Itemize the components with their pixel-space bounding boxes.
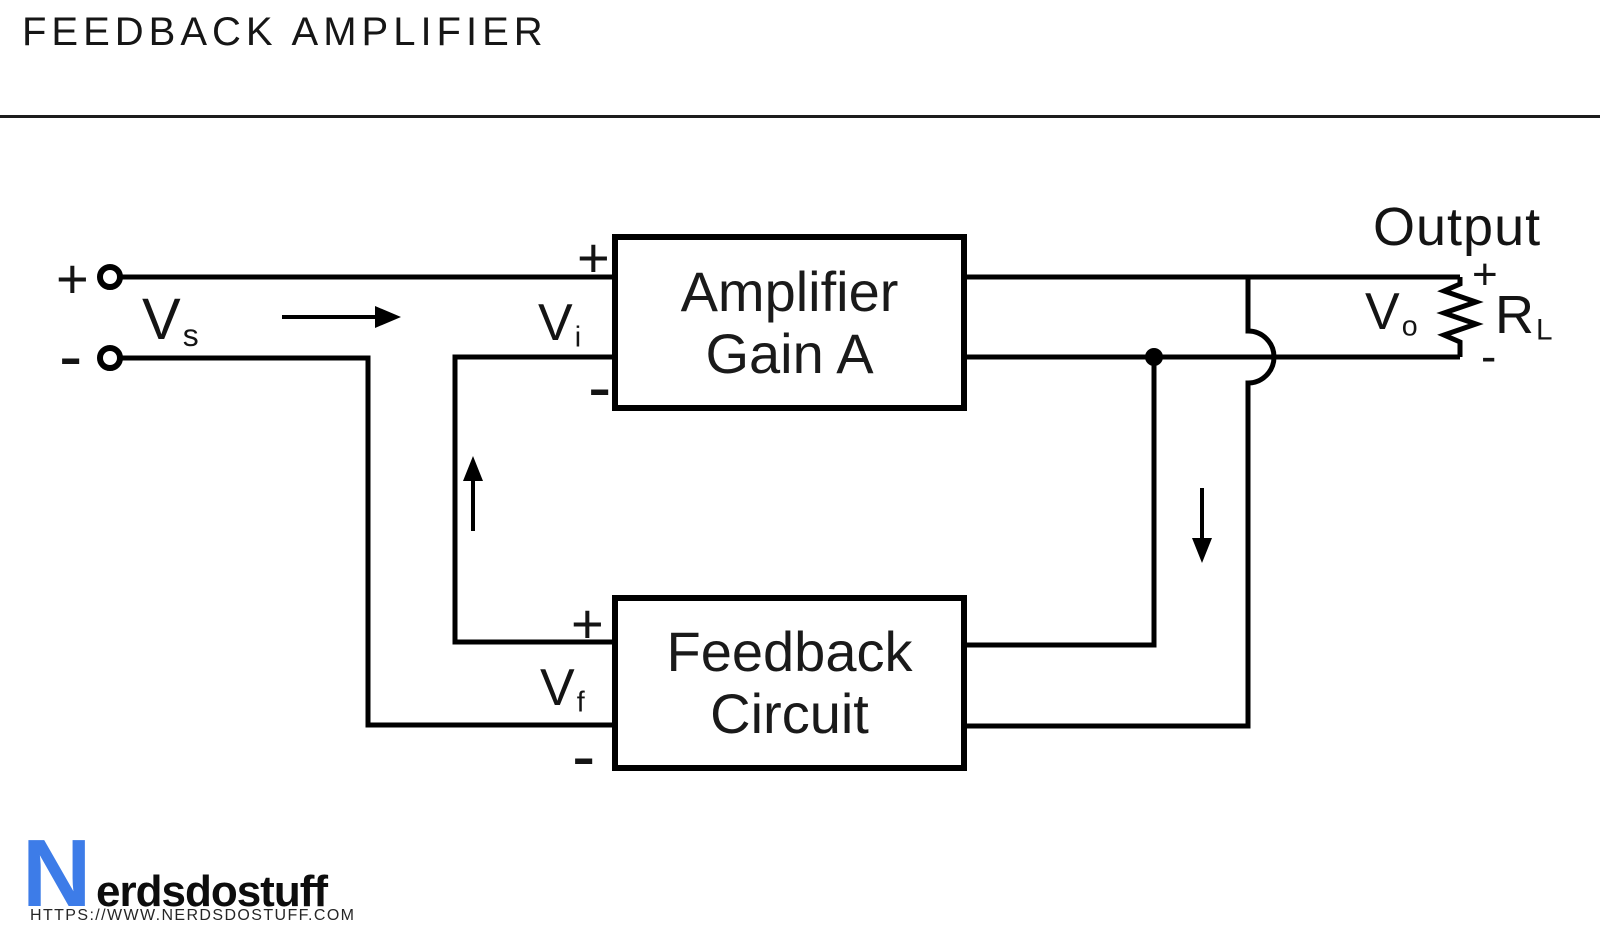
up-arrow [463,456,483,531]
amplifier-block: Amplifier Gain A [612,234,967,411]
source-minus-wire [122,355,612,728]
amplifier-block-line2: Gain A [705,321,874,385]
output-voltage-label: Vo [1365,283,1418,343]
feedback-voltage-label: Vf [540,659,585,719]
amplifier-block-line1: Amplifier [680,259,899,323]
output-plus-sign: + [1472,250,1498,299]
feedback-block-line2: Circuit [710,682,869,745]
output-title: Output [1373,197,1542,257]
source-plus-sign: + [56,247,89,310]
logo-wordmark: erdsdostuff [96,867,328,916]
resistor-zigzag [1436,277,1484,357]
input-voltage-label: Vi [538,294,582,354]
connection-dot [1145,348,1163,366]
feedback-minus-sign: - [572,717,596,795]
feedback-block-line1: Feedback [666,620,913,683]
feedback-plus-sign: + [571,592,604,655]
logo-initial-mark: N [22,820,92,927]
open-circle-terminal-minus [97,345,123,371]
load-resistor-label: RL [1495,285,1553,347]
feedback-sense-branch-wire [967,357,1157,648]
wire-hop-arc [967,277,1277,729]
feedback-block: Feedback Circuit [612,595,967,771]
down-arrow [1192,488,1212,563]
title-divider [0,115,1600,118]
right-arrow [282,306,401,328]
amp-input-plus-sign: + [577,226,610,289]
logo-url: HTTPS://WWW.NERDSDOSTUFF.COM [30,907,356,924]
amp-minus-to-feedback-plus-wire [452,354,612,645]
amp-input-minus-sign: - [588,348,612,426]
page-title: FEEDBACK AMPLIFIER [22,10,548,54]
source-voltage-label: Vs [142,287,199,354]
open-circle-terminal-plus [97,264,123,290]
output-minus-sign: - [1481,330,1497,382]
source-minus-sign: - [59,317,83,395]
